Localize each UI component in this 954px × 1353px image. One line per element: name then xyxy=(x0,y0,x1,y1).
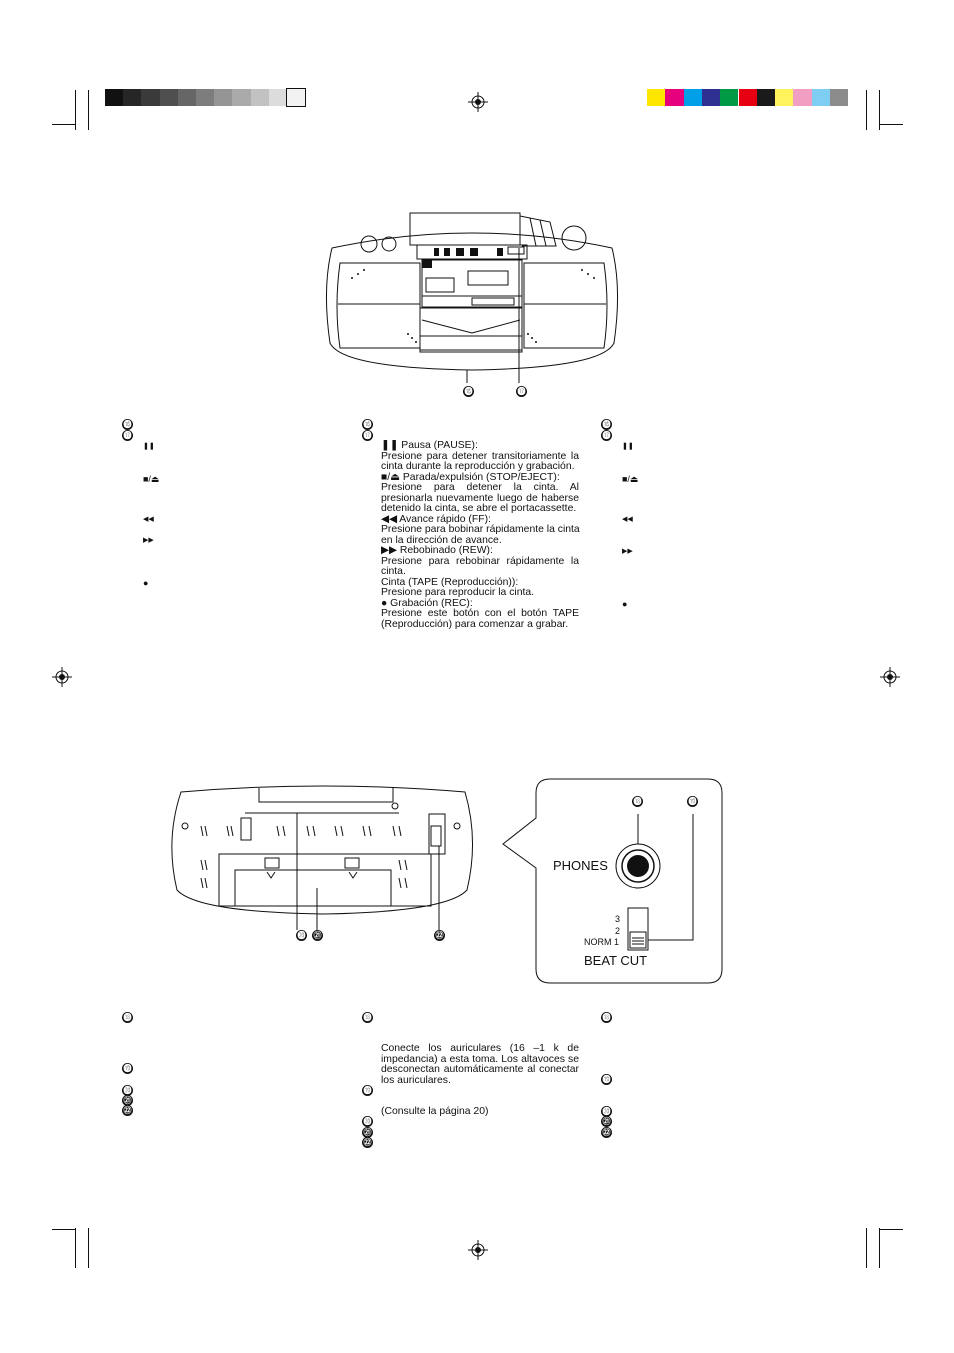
left-ff-icon: ◀◀ xyxy=(143,516,154,523)
mid-callout-17: ⓱ xyxy=(362,430,373,441)
line-stop-desc-2: presionarla nuevamente luego de haberse xyxy=(381,492,579,504)
line-ff-desc-1: Presione para bobinar rápidamente la cin… xyxy=(381,524,580,535)
colorbar-swatch xyxy=(793,89,812,106)
right-stop-eject-icon: ■/⏏ xyxy=(622,474,639,484)
graybar-swatch xyxy=(214,89,233,106)
colorbar-swatch xyxy=(756,89,776,106)
line-ff-desc-2: en la dirección de avance. xyxy=(381,534,502,546)
right-callout-21: ㉑ xyxy=(601,1116,612,1127)
right-callout-19: ⓳ xyxy=(601,1074,612,1085)
mid-callout-21: ㉑ xyxy=(362,1127,373,1138)
graybar-swatch xyxy=(250,89,269,106)
beat-cut-label: BEAT CUT xyxy=(584,953,648,968)
graybar-swatch xyxy=(232,89,251,106)
callout-18-detail: ⓲ xyxy=(632,796,643,807)
jack-detail-box: ⓲ ⓳ PHONES 3 2 NORM 1 BEAT CUT xyxy=(502,778,724,984)
registration-mark-left xyxy=(52,667,72,687)
left-callout-20: ⓴ xyxy=(122,1085,133,1096)
line-rew-desc-1: Presione para rebobinar rápidamente la xyxy=(381,555,579,567)
left-callout-21: ㉑ xyxy=(122,1095,133,1106)
right-callout-20: ⓴ xyxy=(601,1106,612,1117)
mid-callout-16: ⓰ xyxy=(362,419,373,430)
phones-line-3: desconectan automáticamente al conectar xyxy=(381,1064,579,1075)
left-stop-eject-icon: ■/⏏ xyxy=(143,474,160,484)
left-callout-16: ⓰ xyxy=(122,419,133,430)
line-pause-heading: ❚❚ Pausa (PAUSE): xyxy=(381,440,478,451)
beat-cut-norm-1: NORM 1 xyxy=(584,937,620,947)
line-ff-heading: ◀◀ Avance rápido (FF): xyxy=(381,513,491,525)
callout-19-detail: ⓳ xyxy=(687,796,698,807)
colorbar-swatch xyxy=(811,89,830,106)
phones-line-1: Conecte los auriculares (16 –1 k de xyxy=(381,1043,579,1054)
right-rew-icon: ▶▶ xyxy=(622,548,633,555)
phones-label: PHONES xyxy=(553,858,608,873)
colorbar-swatch xyxy=(683,89,702,106)
line-tape-heading: Cinta (TAPE (Reproducción)): xyxy=(381,576,519,588)
right-callout-16: ⓰ xyxy=(601,419,612,430)
graybar-swatch xyxy=(123,89,142,106)
registration-mark-right xyxy=(880,667,900,687)
registration-mark-top xyxy=(468,92,488,112)
callout-20-rear: ⓴ xyxy=(296,930,307,941)
graybar-swatch xyxy=(159,89,178,106)
mid-callout-18: ⓲ xyxy=(362,1012,373,1023)
line-pause-desc-1: Presione para detener transitoriamente l… xyxy=(381,450,579,462)
line-rew-desc-2: cinta. xyxy=(381,566,406,577)
line-rec-desc-2: (Reproducción) para comenzar a grabar. xyxy=(381,618,569,630)
line-stop-desc-1: Presione para detener la cinta. Al xyxy=(381,482,579,493)
right-callout-18: ⓲ xyxy=(601,1012,612,1023)
left-callout-18: ⓲ xyxy=(122,1012,133,1023)
beat-cut-pos-2: 2 xyxy=(615,926,621,936)
left-callout-22: ㉒ xyxy=(122,1105,133,1116)
boombox-front-illustration xyxy=(322,208,622,390)
mid-callout-22: ㉒ xyxy=(362,1137,373,1148)
mid-callout-20: ⓴ xyxy=(362,1116,373,1127)
colorbar-swatch xyxy=(830,89,849,106)
left-rec-icon: ● xyxy=(143,578,149,588)
beat-cut-page-ref: (Consulte la página 20) xyxy=(381,1106,489,1117)
colorbar-swatch xyxy=(775,89,794,106)
colorbar-swatch xyxy=(720,89,739,106)
left-callout-17: ⓱ xyxy=(122,430,133,441)
right-callout-17: ⓱ xyxy=(601,430,612,441)
line-stop-desc-3: detenido la cinta, se abre el portacasse… xyxy=(381,503,577,514)
line-tape-desc: Presione para reproducir la cinta. xyxy=(381,587,535,598)
colorbar-swatch xyxy=(701,89,721,106)
beat-cut-pos-3: 3 xyxy=(615,914,621,924)
callout-17-front: ⓱ xyxy=(516,386,527,397)
colorbar-swatch xyxy=(738,89,757,106)
line-rec-desc-1: Presione este botón con el botón TAPE xyxy=(381,608,579,619)
boombox-rear-illustration xyxy=(167,780,477,935)
right-callout-22: ㉒ xyxy=(601,1127,612,1138)
callout-16-front: ⓰ xyxy=(463,386,474,397)
graybar-swatch xyxy=(105,89,124,106)
registration-mark-bottom xyxy=(468,1240,488,1260)
graybar-swatch xyxy=(196,89,215,106)
line-rew-heading: ▶▶ Rebobinado (REW): xyxy=(381,545,493,556)
left-pause-icon: ❚❚ xyxy=(143,443,155,450)
line-pause-desc-2: cinta durante la reproducción y grabació… xyxy=(381,461,575,472)
right-ff-icon: ◀◀ xyxy=(622,516,633,523)
graybar-swatch xyxy=(177,89,196,106)
line-stop-heading: ■/⏏ Parada/expulsión (STOP/EJECT): xyxy=(381,471,560,483)
left-callout-19: ⓳ xyxy=(122,1063,133,1074)
phones-description: Conecte los auriculares (16 –1 k de impe… xyxy=(381,1043,579,1086)
graybar-swatch xyxy=(285,88,307,107)
right-pause-icon: ❚❚ xyxy=(622,443,634,450)
left-rew-icon: ▶▶ xyxy=(143,537,154,544)
line-rec-heading: ● Grabación (REC): xyxy=(381,597,473,609)
colorbar-swatch xyxy=(665,89,684,106)
phones-line-4: los auriculares. xyxy=(381,1074,451,1086)
graybar-swatch xyxy=(141,89,160,106)
graybar-swatch xyxy=(268,89,287,106)
phones-line-2: impedancia) a esta toma. Los altavoces s… xyxy=(381,1053,579,1065)
mid-callout-19: ⓳ xyxy=(362,1085,373,1096)
tape-controls-description: ❚❚ Pausa (PAUSE): Presione para detener … xyxy=(381,440,580,630)
colorbar-swatch xyxy=(647,89,666,106)
callout-21-rear: ㉑ xyxy=(312,930,323,941)
callout-22-rear: ㉒ xyxy=(434,930,445,941)
right-rec-icon: ● xyxy=(622,599,628,609)
